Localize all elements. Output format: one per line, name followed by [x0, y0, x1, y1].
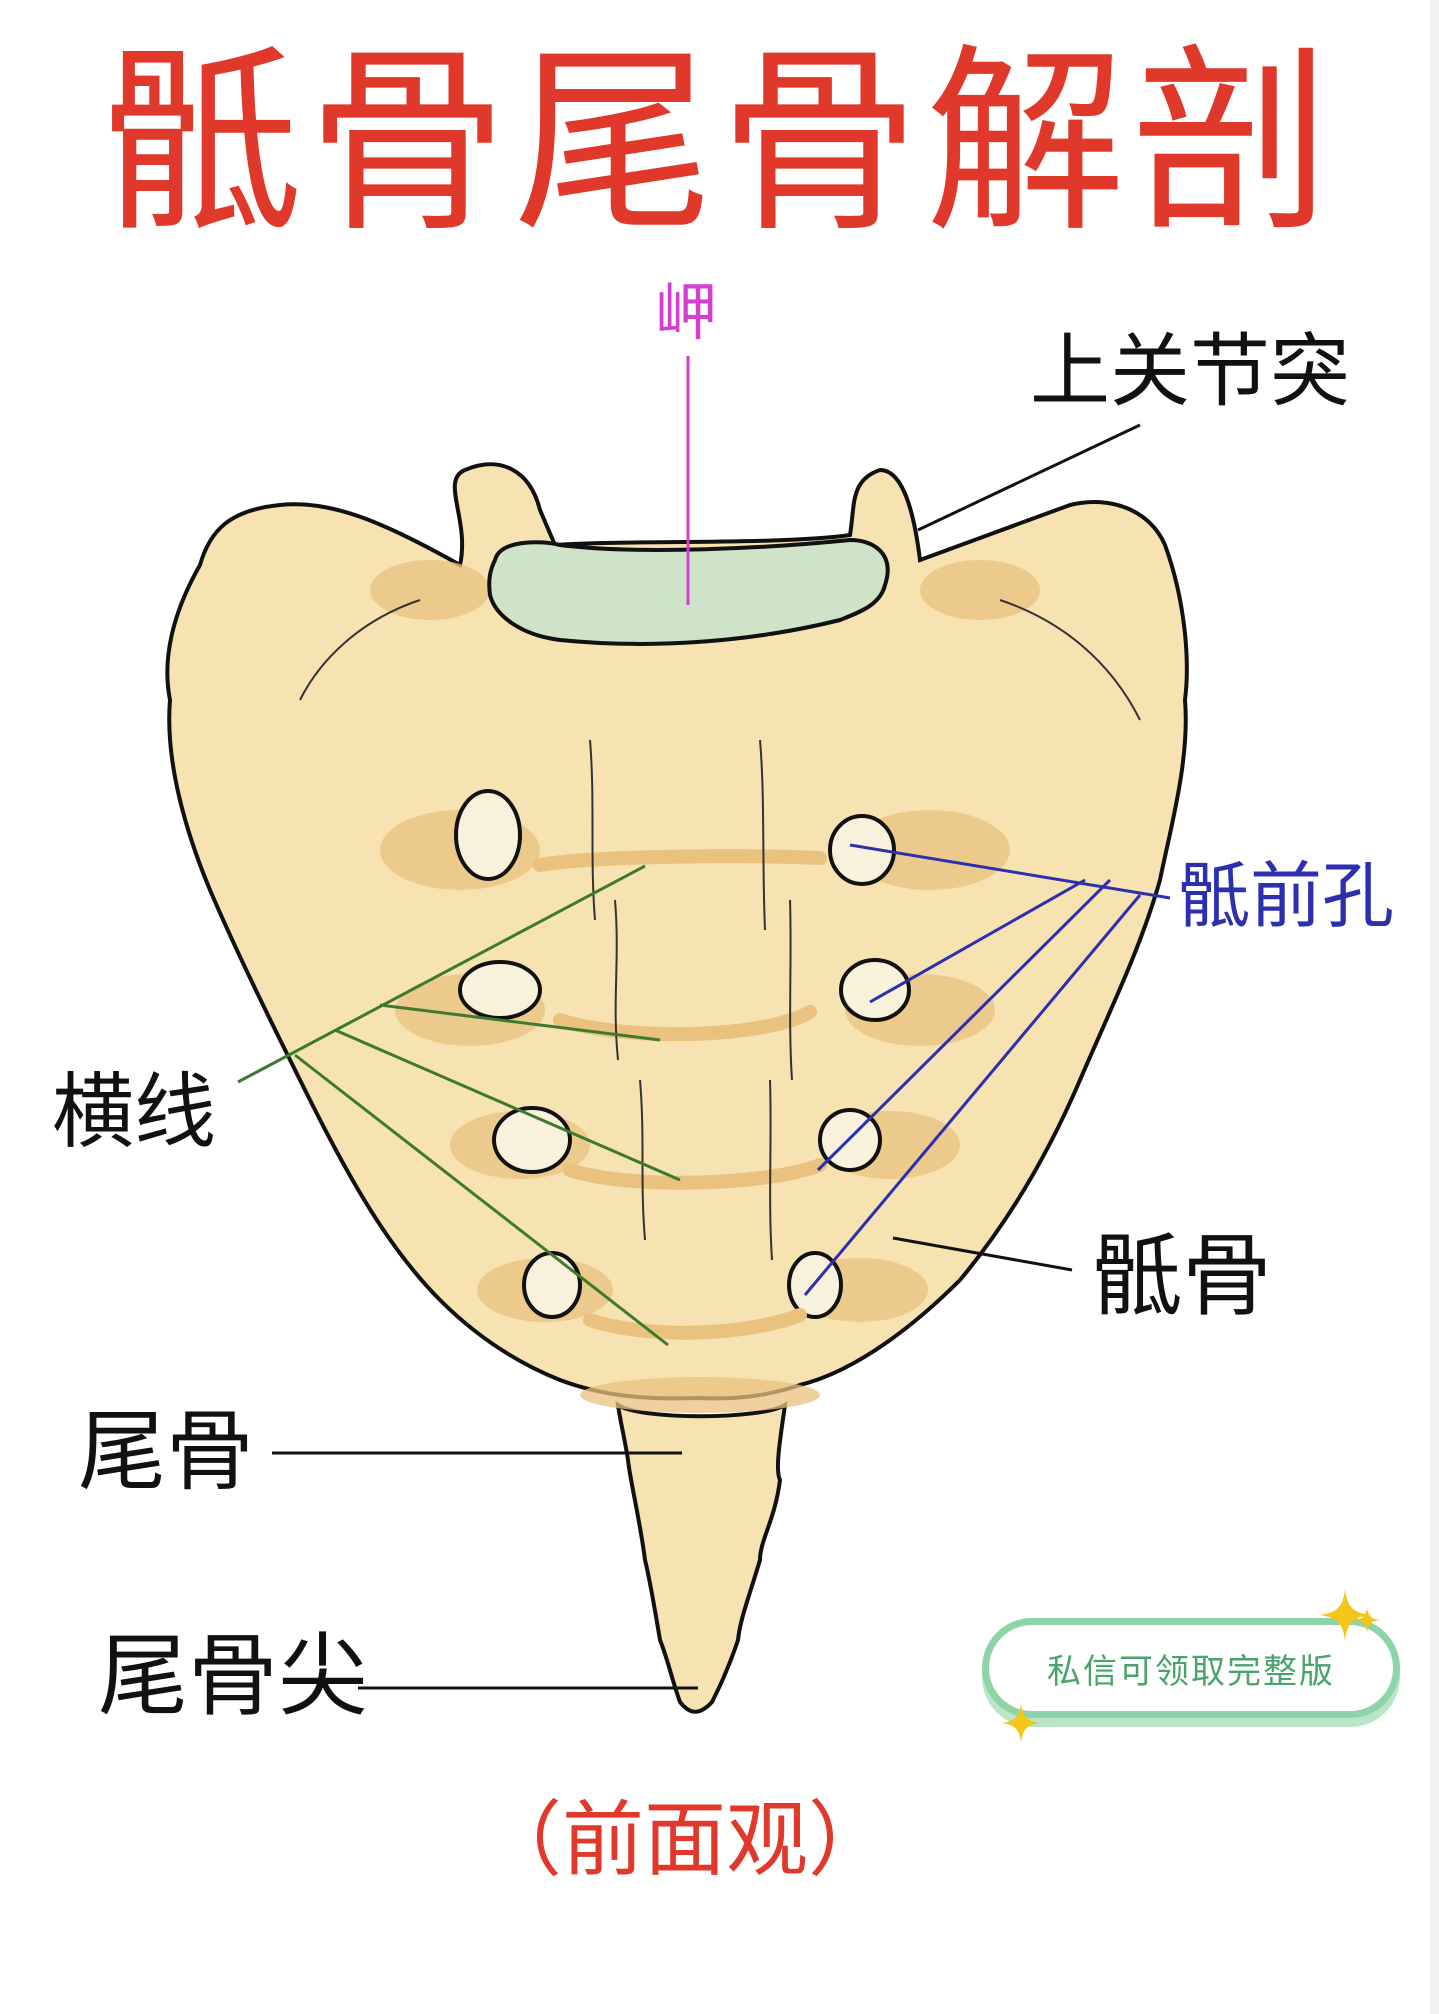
diagram-title: 骶骨尾骨解剖: [101, 27, 1338, 260]
transverse-leader-line: [334, 1028, 681, 1182]
sparkle-icon: [1319, 1589, 1371, 1641]
transverse-ridge: [553, 1005, 817, 1042]
bone-hatching: [299, 599, 1141, 1261]
transverse-ridges: [533, 849, 827, 1340]
hatch-stroke: [614, 899, 619, 1061]
sacral-foramen: [454, 789, 522, 881]
label-coccyx-apex: 尾骨尖: [98, 1624, 368, 1729]
bone-shade: [370, 560, 490, 620]
foramina-leader-line: [816, 878, 1112, 1172]
label-transverse-ridges: 横线: [52, 1065, 217, 1160]
transverse-ridge: [563, 1158, 827, 1190]
hatch-stroke: [589, 739, 596, 921]
promo-badge-text: 私信可领取完整版: [1047, 1651, 1335, 1692]
transverse-leader-line: [237, 864, 646, 1084]
promo-badge[interactable]: 私信可领取完整版: [982, 1618, 1400, 1718]
transverse-leader-line: [294, 1053, 669, 1347]
label-promontory: 岬: [655, 276, 718, 349]
hatch-stroke: [769, 1079, 773, 1261]
sacral-foramen: [828, 814, 896, 886]
label-sacrum: 骶骨: [1092, 1224, 1272, 1329]
transverse-leader-line: [379, 1003, 661, 1042]
hatch-stroke: [789, 899, 793, 1081]
label-superior-articular-process: 上关节突: [1030, 325, 1350, 418]
superior-articular-leader-line: [917, 423, 1141, 532]
sacral-foramen: [522, 1251, 582, 1319]
hatch-stroke: [299, 599, 421, 701]
label-anterior-sacral-foramina: 骶前孔: [1178, 854, 1395, 938]
sacral-foramen: [458, 960, 542, 1020]
sacral-foramen: [839, 958, 911, 1022]
foramina-leader-line: [849, 843, 1171, 900]
sparkle-icon: [1001, 1703, 1041, 1743]
transverse-ridge: [583, 1308, 807, 1340]
label-coccyx: 尾骨: [78, 1400, 255, 1503]
coccyx-shape: [615, 1400, 788, 1714]
sacrum-leader-line: [892, 1236, 1073, 1272]
hatch-stroke: [639, 1079, 646, 1241]
transverse-ridge: [533, 849, 827, 872]
sparkle-icon: [1354, 1607, 1380, 1633]
foramina-leader-line: [869, 878, 1086, 1004]
bone-shade: [580, 1377, 820, 1413]
hatch-stroke: [759, 739, 766, 931]
hatch-stroke: [999, 599, 1141, 721]
bone-shade: [920, 560, 1040, 620]
view-caption: （前面观）: [480, 1793, 891, 1888]
foramina-leader-line: [803, 894, 1142, 1296]
sacral-foramen: [492, 1106, 572, 1174]
page-edge: [1430, 0, 1439, 2014]
